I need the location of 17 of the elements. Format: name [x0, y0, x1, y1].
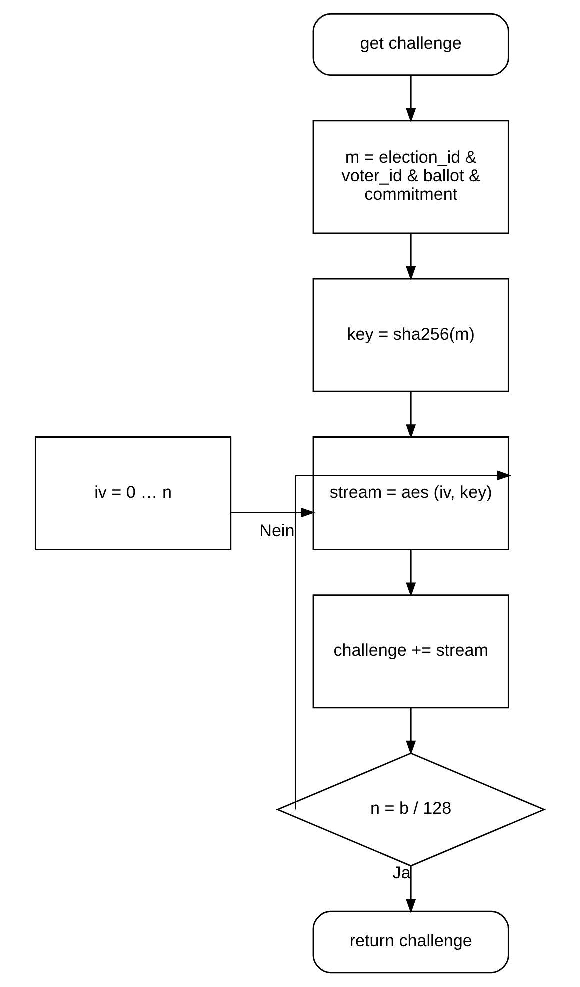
arrow — [406, 234, 416, 281]
node-box: key = sha256(m) — [312, 278, 510, 392]
node-box: return challenge — [312, 910, 510, 974]
node-box: m = election_id & voter_id & ballot & commitment — [312, 120, 510, 234]
node-diamond: n = b / 128 — [276, 752, 546, 867]
arrow — [406, 550, 416, 597]
arrow — [406, 708, 416, 756]
node-box: challenge += stream — [312, 594, 510, 709]
arrow — [231, 508, 316, 518]
arrow — [406, 392, 416, 439]
node-box: iv = 0 … n — [34, 436, 232, 550]
arrow — [406, 75, 416, 123]
edge-label: Nein — [260, 522, 295, 541]
node-box: get challenge — [312, 13, 510, 76]
arrow — [294, 470, 512, 810]
node-box: stream = aes (iv, key) — [312, 436, 510, 550]
arrow — [406, 866, 416, 914]
